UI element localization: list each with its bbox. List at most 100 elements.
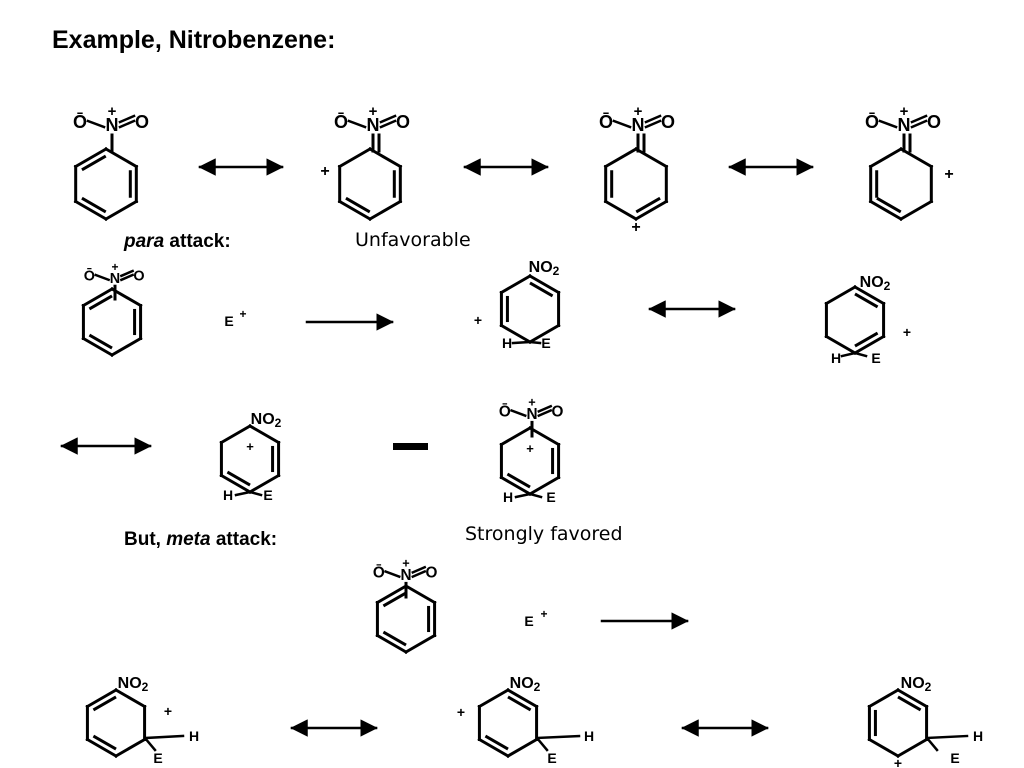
- pa-electrophile: E: [224, 313, 233, 329]
- ma-i3-ring: [867, 687, 929, 759]
- ring-double-bond: [876, 196, 902, 214]
- ring-double-bond: [897, 695, 922, 712]
- slide-title: Example, Nitrobenzene:: [52, 26, 336, 54]
- pa-i4-e: E: [546, 489, 555, 505]
- ma-nitro-no-double-bond: [411, 565, 427, 574]
- pa-i1-no2-label: NO2: [529, 259, 560, 278]
- pa-i2-charge: +: [903, 324, 911, 340]
- ma-i3-no2-label: NO2: [901, 675, 932, 694]
- ma-i2-charge: +: [457, 704, 465, 720]
- r3-nitro-no-bond: [644, 119, 662, 129]
- r4-nitro-n-charge: +: [900, 103, 909, 120]
- pa-i3-e: E: [263, 487, 272, 503]
- ring-bond: [867, 737, 901, 759]
- r2-nitro-no-bond: [379, 119, 397, 129]
- pa-i2-ch-bond: [840, 351, 857, 358]
- ma-i1-charge: +: [164, 703, 172, 719]
- ring-bond: [477, 737, 511, 759]
- r4-nitro-oxygen-minus: Ō: [865, 112, 879, 132]
- para-attack-heading: para attack:: [124, 231, 231, 253]
- para-attack-word: attack:: [164, 231, 231, 252]
- ma-i2-ch-bond: [535, 734, 581, 740]
- ring-bond: [367, 146, 403, 169]
- ring-bond: [247, 423, 281, 445]
- ma-i1-ch-bond: [143, 734, 185, 740]
- pa-i3-ipso-charge: +: [246, 439, 254, 454]
- ring-bond: [109, 286, 143, 308]
- ma-nitro-oxygen-minus: Ō: [373, 563, 385, 581]
- pa-i4-ch-bond: [514, 492, 532, 499]
- r3-nitro-n-charge: +: [634, 103, 643, 120]
- ma-i3-e: E: [950, 750, 959, 766]
- ring-double-bond: [226, 470, 251, 487]
- pa-i4-nitro-no-double-bond: [537, 404, 553, 413]
- pa-i4-nitro-no-bond: [509, 408, 527, 418]
- pa-i4-ce-bond: [528, 492, 543, 499]
- pa-i4-nitro-oxygen: O: [552, 403, 564, 420]
- pa-i2-no2-subscript: 2: [884, 279, 891, 293]
- pa-i2-no2-label: NO2: [860, 274, 891, 293]
- ring-double-bond: [345, 196, 371, 214]
- ma-i1-no2-label: NO2: [118, 675, 149, 694]
- ring-bond: [103, 199, 139, 222]
- ring-bond: [527, 273, 561, 295]
- r1-benzene-ring: [73, 146, 139, 222]
- pa-electrophile-charge: +: [239, 307, 246, 321]
- meta-attack-heading: But, meta attack:: [124, 529, 277, 551]
- r1-nitro-no-bond: [118, 119, 136, 129]
- r2-nitro-no-bond: [347, 119, 367, 129]
- ring-double-bond: [635, 196, 661, 214]
- ring-bond: [868, 146, 904, 169]
- ma-i2-e: E: [547, 750, 556, 766]
- ma-i2-hydrogen: H: [584, 728, 594, 744]
- ring-bond: [337, 199, 373, 222]
- pa-nitro-n-charge: +: [111, 260, 118, 274]
- ma-i3-ce-bond: [925, 736, 939, 752]
- r3-nitro-nitrogen: N: [632, 115, 645, 135]
- r4-nitro-no-bond: [910, 119, 928, 129]
- pa-i4-nitro-no-bond: [537, 408, 553, 418]
- ma-i1-no2-subscript: 2: [142, 680, 149, 694]
- r3-nitro-no-bond: [612, 119, 632, 129]
- ring-bond: [375, 583, 409, 605]
- ring-bond: [219, 473, 253, 495]
- ma-benzene-ring: [375, 583, 437, 655]
- pa-nitro-oxygen-minus: Ō: [84, 269, 95, 285]
- para-verdict: Unfavorable: [355, 229, 471, 251]
- ma-i3-no2-subscript: 2: [925, 680, 932, 694]
- pa-i4-ring: [499, 425, 561, 497]
- pa-i2-e: E: [871, 350, 880, 366]
- r3-nitro-oxygen: O: [661, 112, 675, 132]
- pa-nitro-no-bond: [119, 273, 135, 282]
- pa-nitro-oxygen: O: [133, 269, 144, 285]
- ma-i3-charge: +: [894, 755, 902, 768]
- ring-bond: [499, 475, 533, 497]
- ring-double-bond: [92, 734, 117, 751]
- ring-double-bond: [854, 292, 879, 309]
- ring-bond: [868, 199, 904, 222]
- r2-nitro-nitrogen: N: [367, 115, 380, 135]
- ring-bond: [375, 633, 409, 655]
- ring-double-bond: [507, 695, 532, 712]
- ring-bond: [113, 687, 147, 709]
- r4-nitro-no-bond: [878, 119, 898, 129]
- ma-nitro-nitrogen: N: [400, 567, 411, 584]
- ring-double-bond: [92, 695, 117, 712]
- ring-bond: [898, 199, 934, 222]
- ring-bond: [477, 687, 511, 709]
- ring-bond: [85, 687, 119, 709]
- ring-bond: [367, 199, 403, 222]
- r2-nitro-n-charge: +: [369, 103, 378, 120]
- r1-nitro-n-charge: +: [108, 103, 117, 120]
- pa-nitro-no-double-bond: [119, 269, 135, 278]
- ma-electrophile: E: [524, 613, 533, 629]
- ring-bond: [499, 273, 533, 295]
- pa-i3-ch-bond: [234, 490, 252, 497]
- ring-bond: [824, 284, 858, 306]
- ring-bond: [824, 334, 858, 356]
- pa-i3-hydrogen: H: [223, 487, 233, 503]
- meta-attack-word: attack:: [210, 529, 278, 550]
- ma-i1-ring: [85, 687, 147, 759]
- pa-i1-e: E: [541, 335, 550, 351]
